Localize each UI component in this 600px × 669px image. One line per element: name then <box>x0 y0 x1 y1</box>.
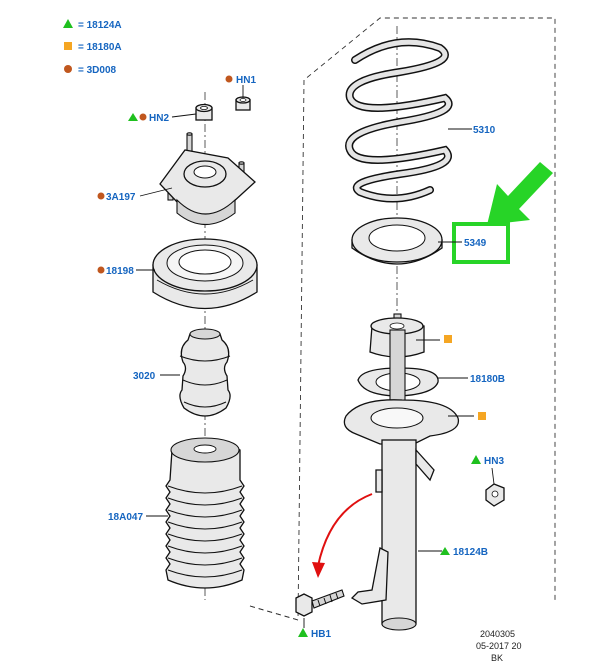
legend-square-icon <box>64 42 72 50</box>
highlight-callout <box>452 162 553 264</box>
highlight-box <box>452 222 510 264</box>
marker-hn2-circle-icon <box>139 113 147 121</box>
bump-stop-3020 <box>179 328 231 417</box>
footer-code: 2040305 <box>480 629 515 639</box>
drawing-reference: 2040305 05-2017 20 BK <box>476 629 522 663</box>
label-18180b: 18180B <box>470 374 505 385</box>
legend-label-18180a: = 18180A <box>78 42 122 53</box>
marker-18198-circle-icon <box>97 266 105 274</box>
legend-label-18124a: = 18124A <box>78 20 122 31</box>
bearing-18198 <box>152 238 258 310</box>
legend-circle-icon <box>64 65 72 73</box>
legend-label-3d008: = 3D008 <box>78 65 117 76</box>
nut-hn3 <box>485 483 505 507</box>
marker-18124b-triangle-icon <box>440 547 450 555</box>
assembly-frame-diagonal <box>249 605 299 621</box>
dust-boot-18a047 <box>165 437 245 589</box>
spring-seat-5349 <box>351 217 443 265</box>
label-18a047: 18A047 <box>108 512 143 523</box>
label-hn1: HN1 <box>236 75 256 86</box>
callout-labels: HN1 HN2 3A197 18198 3020 18A047 5310 534… <box>106 75 505 640</box>
install-arrow <box>312 493 373 578</box>
label-3a197: 3A197 <box>106 192 136 203</box>
nut-hn1 <box>235 96 251 111</box>
nut-hn2 <box>195 103 213 121</box>
marker-square-2-icon <box>478 412 486 420</box>
marker-square-1-icon <box>444 335 452 343</box>
label-5349: 5349 <box>464 238 487 249</box>
label-3020: 3020 <box>133 371 156 382</box>
label-5310: 5310 <box>473 125 496 136</box>
callout-markers <box>97 75 486 637</box>
marker-3a197-circle-icon <box>97 192 105 200</box>
label-hn3: HN3 <box>484 456 504 467</box>
label-hn2: HN2 <box>149 113 169 124</box>
marker-hn1-circle-icon <box>225 75 233 83</box>
legend: = 18124A = 18180A = 3D008 <box>63 19 122 76</box>
marker-hn2-triangle-icon <box>128 113 138 121</box>
footer-date: 05-2017 20 <box>476 641 522 651</box>
highlight-arrow <box>487 162 553 225</box>
label-18198: 18198 <box>106 266 134 277</box>
coil-spring-5310 <box>345 38 453 203</box>
leader-lines <box>136 85 495 628</box>
marker-hb1-triangle-icon <box>298 628 308 637</box>
strut-18124b <box>343 329 460 631</box>
assembly-frame <box>249 17 556 621</box>
bolt-hb1 <box>295 589 345 617</box>
label-18124b: 18124B <box>453 547 488 558</box>
label-hb1: HB1 <box>311 629 331 640</box>
top-mount-3a197 <box>159 132 256 225</box>
legend-triangle-icon <box>63 19 73 28</box>
marker-hn3-triangle-icon <box>471 455 481 464</box>
footer-suffix: BK <box>491 653 503 663</box>
